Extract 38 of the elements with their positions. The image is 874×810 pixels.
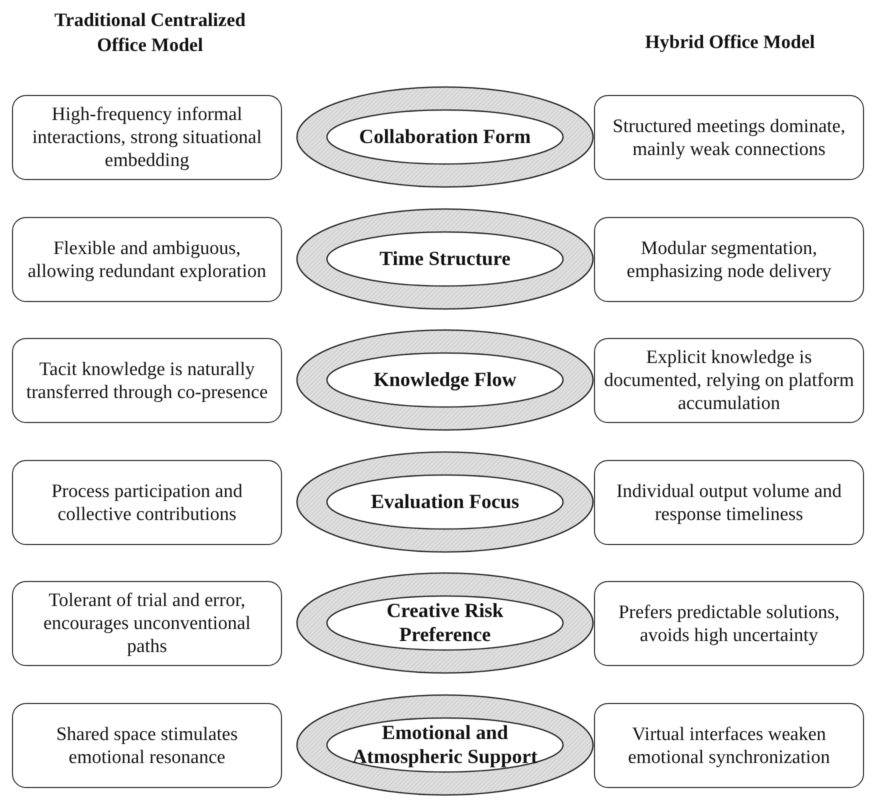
description-box [12, 95, 282, 180]
description-box [12, 217, 282, 302]
description-text: Prefers predictable solutions, avoids high uncertainty [617, 600, 841, 646]
description-text: Individual output volume and response timeliness [615, 480, 843, 526]
ring-ellipse [295, 450, 595, 554]
column-heading: Traditional Centralized Office Model [53, 9, 247, 58]
ring-ellipse [295, 328, 595, 432]
description-text: Explicit knowledge is documented, relying on platform accumulation [603, 346, 855, 415]
description-text: Structured meetings dominate, mainly weak connections [612, 114, 846, 160]
description-box [594, 703, 864, 788]
topic-label: Creative Risk Preference [386, 599, 504, 648]
ring-ellipse [295, 85, 595, 189]
description-text: Flexible and ambiguous, allowing redundant exploration [26, 236, 268, 282]
ring-ellipse [295, 693, 595, 797]
description-box [12, 703, 282, 788]
description-text: Tolerant of trial and error, encourages unconventional paths [42, 589, 252, 658]
ring-ellipse [295, 207, 595, 311]
description-text: Virtual interfaces weaken emotional synchronization [626, 722, 832, 768]
description-box [12, 338, 282, 423]
description-text: Tacit knowledge is naturally transferred through co-presence [25, 358, 269, 404]
description-box [594, 95, 864, 180]
topic-label: Knowledge Flow [372, 368, 518, 393]
description-text: Shared space stimulates emotional resonance [55, 722, 239, 768]
topic-label: Time Structure [378, 247, 512, 272]
description-box [594, 581, 864, 666]
description-text: Process participation and collective contributions [50, 480, 244, 526]
topic-label: Emotional and Atmospheric Support [351, 721, 538, 770]
description-text: Modular segmentation, emphasizing node delivery [626, 236, 832, 282]
description-text: High-frequency informal interactions, strong situational embedding [31, 103, 263, 172]
ring-ellipse [295, 571, 595, 675]
description-box [12, 460, 282, 545]
topic-label: Evaluation Focus [370, 490, 520, 515]
description-box [12, 581, 282, 666]
column-heading: Hybrid Office Model [644, 31, 816, 55]
description-box [594, 460, 864, 545]
topic-label: Collaboration Form [358, 125, 532, 150]
description-box [594, 338, 864, 423]
description-box [594, 217, 864, 302]
